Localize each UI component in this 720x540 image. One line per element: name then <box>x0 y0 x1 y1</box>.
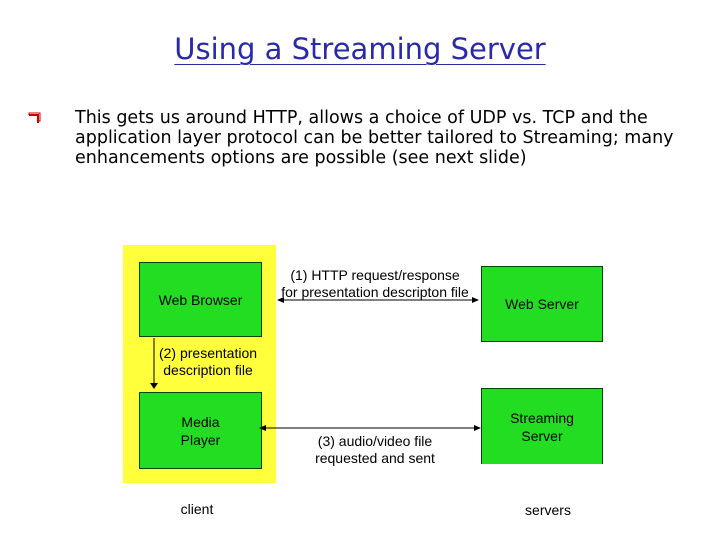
av-label-line2: requested and sent <box>315 450 435 466</box>
bullet-marker-icon <box>28 112 41 123</box>
http-label-line1: (1) HTTP request/response <box>290 267 460 283</box>
web-server-label: Web Server <box>505 296 579 312</box>
streaming-server-box: Streaming Server <box>481 388 603 464</box>
web-browser-box: Web Browser <box>139 262 262 337</box>
slide-title: Using a Streaming Server <box>174 32 546 66</box>
client-label: client <box>180 501 214 517</box>
presentation-arrowhead <box>150 383 158 389</box>
av-arrowhead-left <box>259 425 266 431</box>
av-arrowhead-right <box>474 425 481 431</box>
web-browser-label: Web Browser <box>158 291 243 308</box>
streaming-server-label-line1: Streaming <box>510 409 574 426</box>
streaming-server-label-line2: Server <box>521 427 563 444</box>
servers-label: servers <box>525 502 571 518</box>
presentation-label-line2: description file <box>163 362 253 378</box>
http-arrowhead-left <box>277 297 284 303</box>
presentation-label-line1: (2) presentation <box>158 345 258 361</box>
http-label: (1) HTTP request/response for presentati… <box>275 267 475 301</box>
web-server-box: Web Server <box>481 266 603 342</box>
bullet-text: This gets us around HTTP, allows a choic… <box>75 108 674 168</box>
media-player-label-line1: Media <box>181 413 220 430</box>
presentation-label: (2) presentation description file <box>148 345 268 379</box>
http-arrowhead-right <box>472 297 479 303</box>
av-label-line1: (3) audio/video file <box>317 433 433 449</box>
http-label-line2: for presentation descripton file <box>281 284 469 300</box>
av-label: (3) audio/video file requested and sent <box>300 433 450 467</box>
media-player-box: Media Player <box>139 392 262 469</box>
media-player-label-line2: Player <box>180 431 221 448</box>
